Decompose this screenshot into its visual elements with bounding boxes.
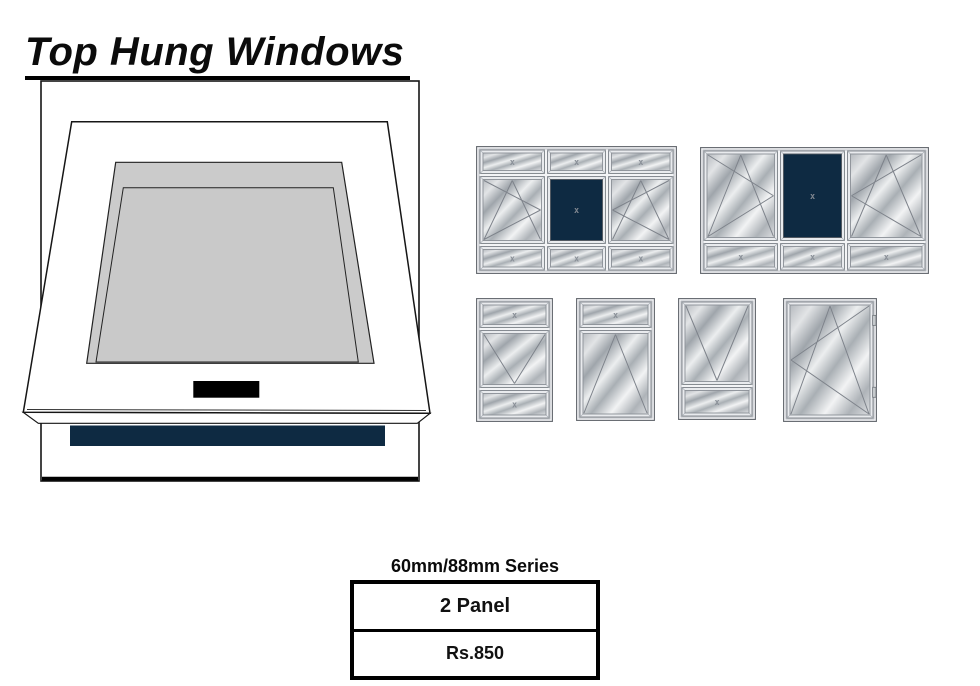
top-hung-window-svg bbox=[21, 80, 432, 482]
glass-mark: x bbox=[510, 254, 515, 264]
pane-fixed: x bbox=[681, 387, 753, 417]
window-diagram-single-col-tilt-bottom: x bbox=[576, 298, 655, 421]
top-hung-window-illustration bbox=[20, 75, 460, 495]
glass-mark: x bbox=[510, 158, 515, 168]
pricing-table: 2 Panel Rs.850 bbox=[350, 580, 600, 680]
sash-bottom-lip bbox=[21, 411, 432, 424]
hinge-icon bbox=[872, 314, 877, 326]
glass-mark: x bbox=[613, 311, 618, 321]
sash-glass-inner bbox=[95, 187, 359, 363]
glass-mark: x bbox=[810, 253, 815, 263]
window-diagram-single-col-tophung-middle: xx bbox=[476, 298, 553, 422]
pane-panel: x bbox=[780, 150, 845, 241]
glass-mark: x bbox=[574, 206, 579, 216]
glass-mark: x bbox=[638, 254, 643, 264]
glass-mark: x bbox=[574, 158, 579, 168]
hinge-icon bbox=[872, 386, 877, 398]
pane-top-hung bbox=[681, 301, 753, 385]
pane-fixed: x bbox=[579, 301, 652, 328]
pane-fixed: x bbox=[703, 243, 778, 271]
panel-count-cell: 2 Panel bbox=[354, 584, 596, 632]
pane-fixed: x bbox=[479, 246, 545, 271]
pane-fixed: x bbox=[847, 243, 926, 271]
sash-inner-bottom-line bbox=[26, 409, 427, 411]
page-title: Top Hung Windows bbox=[25, 29, 411, 80]
window-diagram-three-by-three-center-panel: x x x x x x x bbox=[476, 146, 677, 274]
pane-fixed: x bbox=[479, 301, 550, 328]
pane-panel: x bbox=[547, 176, 606, 244]
window-diagram-single-col-tophung-top: x bbox=[678, 298, 756, 420]
glass-mark: x bbox=[714, 398, 719, 408]
window-handle bbox=[193, 381, 260, 398]
glass-mark: x bbox=[638, 158, 643, 168]
vent-gap-bar bbox=[70, 425, 385, 446]
window-diagram-three-by-two-center-panel: x x x x bbox=[700, 147, 929, 274]
pane-fixed: x bbox=[780, 243, 845, 271]
pane-tilt-turn bbox=[608, 176, 674, 244]
pane-tilt-turn bbox=[703, 150, 778, 241]
glass-mark: x bbox=[738, 253, 743, 263]
glass-mark: x bbox=[574, 254, 579, 264]
pane-fixed: x bbox=[608, 149, 674, 174]
pane-fixed: x bbox=[479, 149, 545, 174]
pane-tilt bbox=[579, 330, 652, 418]
pane-tilt-turn bbox=[479, 176, 545, 244]
pane-tilt-turn bbox=[786, 301, 874, 419]
glass-mark: x bbox=[512, 311, 517, 321]
pane-fixed: x bbox=[547, 246, 606, 271]
price-cell: Rs.850 bbox=[445, 643, 505, 664]
series-label: 60mm/88mm Series bbox=[390, 556, 560, 576]
pane-top-hung bbox=[479, 330, 550, 388]
glass-mark: x bbox=[512, 400, 517, 410]
window-diagram-single-tilt-turn bbox=[783, 298, 877, 422]
pane-tilt-turn bbox=[847, 150, 926, 241]
glass-mark: x bbox=[884, 253, 889, 263]
pane-fixed: x bbox=[608, 246, 674, 271]
glass-mark: x bbox=[810, 192, 815, 202]
pane-fixed: x bbox=[479, 390, 550, 419]
pane-fixed: x bbox=[547, 149, 606, 174]
